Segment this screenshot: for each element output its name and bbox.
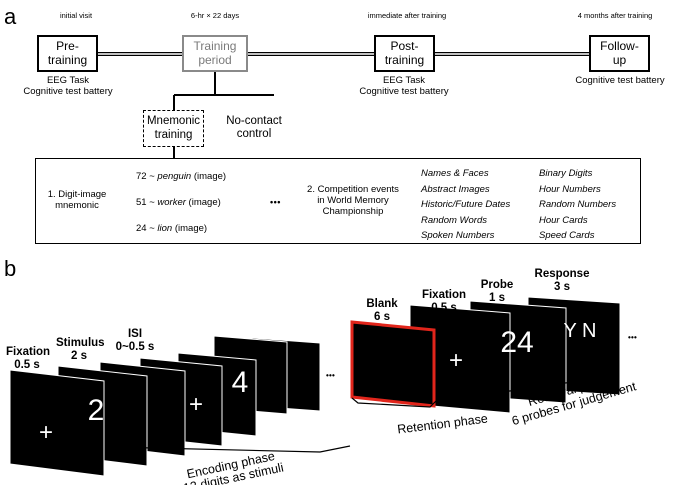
blank-frame [350,320,436,408]
fixation-cross-3: + [449,347,463,374]
retrieval-ellipsis: • • • [628,333,637,342]
follow-up-tasks: Cognitive test battery [575,75,665,86]
encoding-frame-1 [9,369,105,477]
panel-b-letter: b [4,256,17,281]
stimulus-digit-1: 2 [88,394,105,427]
stimulus-digit-2: 4 [232,366,249,399]
retrieval-bracket [439,363,615,401]
example-51: 51 ~ worker (image) [136,197,221,208]
fixation-cross-1: + [39,419,53,446]
retention-phase-label: Retention phase [396,412,488,437]
note-initial-visit: initial visit [59,11,93,20]
note-post-training: immediate after training [367,11,447,20]
detail-ellipsis: • • • [270,197,281,207]
encoding-bracket [104,439,351,453]
note-training-duration: 6-hr × 22 days [190,11,240,20]
retention-bracket [351,397,437,408]
post-training-box: Post-training [374,35,435,72]
sequence-ellipsis: • • • [326,371,335,380]
pre-training-box: Pre-training [37,35,98,72]
encoding-phase-label: Encoding phase 12 digits as stimuli [182,449,285,485]
svg-text:Retention phase: Retention phase [396,412,488,437]
example-24: 24 ~ lion (image) [136,223,208,234]
note-follow-up: 4 months after training [577,11,653,20]
panel-a-letter: a [4,4,17,29]
mnemonic-detail-box [35,158,641,244]
probe-digits: 24 [500,326,533,359]
fixation-cross-2: + [189,391,203,418]
example-72: 72 ~ penguin (image) [136,171,227,182]
response-options: Y N [564,320,597,342]
follow-up-box: Follow-up [589,35,650,72]
